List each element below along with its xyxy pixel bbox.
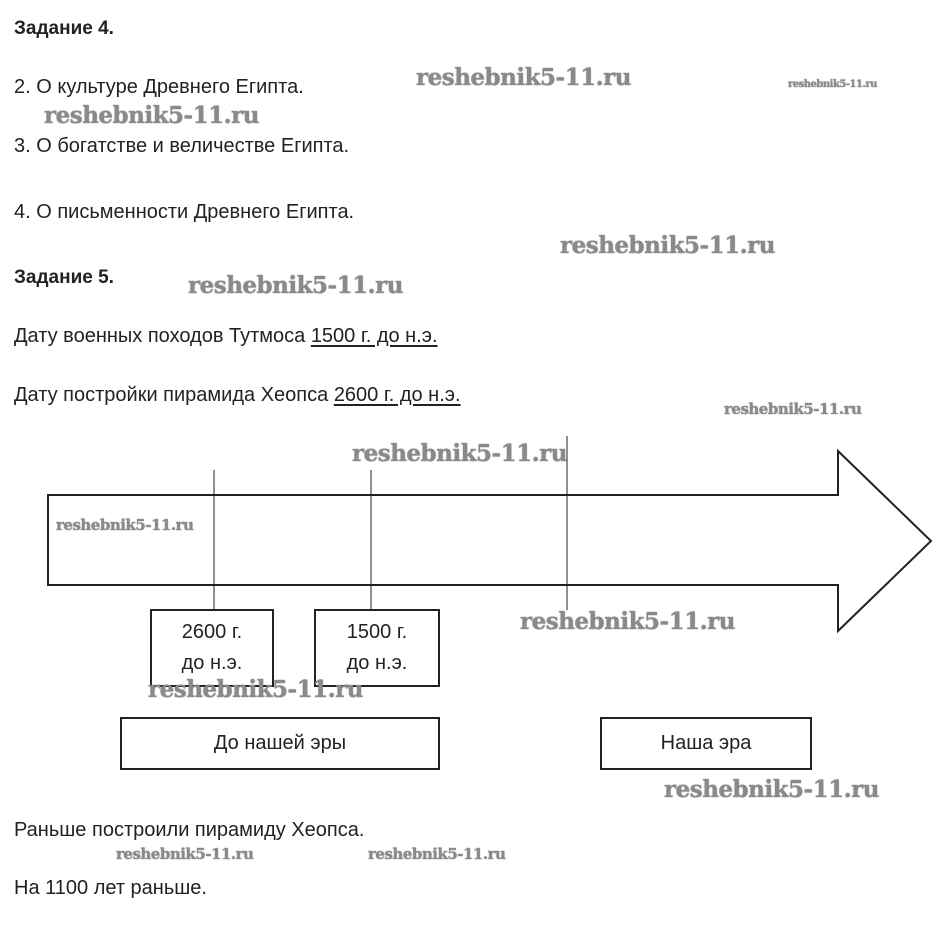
watermark: reshebnik5-11.ru	[188, 272, 403, 299]
task5-line-tuthmosis: Дату военных походов Тутмоса 1500 г. до …	[14, 324, 438, 348]
watermark: reshebnik5-11.ru	[664, 776, 879, 803]
date-box-1500-era: до н.э.	[346, 652, 408, 674]
date-box-1500-year: 1500 г.	[346, 621, 408, 643]
watermark: reshebnik5-11.ru	[520, 608, 735, 635]
task4-item-2: 2. О культуре Древнего Египта.	[14, 76, 304, 98]
task5-answer-earlier: Раньше построили пирамиду Хеопса.	[14, 819, 365, 841]
watermark: reshebnik5-11.ru	[724, 400, 862, 418]
task4-heading: Задание 4.	[14, 18, 114, 39]
watermark: reshebnik5-11.ru	[148, 676, 363, 703]
watermark: reshebnik5-11.ru	[368, 845, 506, 863]
watermark: reshebnik5-11.ru	[116, 845, 254, 863]
task4-item-4: 4. О письменности Древнего Египта.	[14, 201, 355, 223]
task5-heading: Задание 5.	[14, 267, 114, 288]
tuthmosis-prompt: Дату военных походов Тутмоса	[14, 325, 306, 347]
date-box-2600: 2600 г. до н.э.	[150, 609, 274, 687]
era-box-bc: До нашей эры	[120, 717, 440, 770]
task4-item-3: 3. О богатстве и величестве Египта.	[14, 135, 350, 157]
date-box-2600-era: до н.э.	[181, 652, 243, 674]
timeline-arrow	[47, 448, 933, 634]
watermark: reshebnik5-11.ru	[352, 440, 567, 467]
watermark: reshebnik5-11.ru	[788, 79, 877, 90]
date-box-1500: 1500 г. до н.э.	[314, 609, 440, 687]
date-box-2600-year: 2600 г.	[181, 621, 243, 643]
era-box-ad: Наша эра	[600, 717, 812, 770]
watermark: reshebnik5-11.ru	[416, 64, 631, 91]
era-bc-label: До нашей эры	[213, 732, 347, 754]
era-ad-label: Наша эра	[660, 732, 752, 754]
cheops-prompt: Дату постройки пирамида Хеопса	[14, 384, 329, 406]
watermark: reshebnik5-11.ru	[56, 516, 194, 534]
watermark: reshebnik5-11.ru	[560, 232, 775, 259]
cheops-answer: 2600 г. до н.э.	[333, 384, 461, 406]
task5-line-cheops: Дату постройки пирамида Хеопса 2600 г. д…	[14, 383, 461, 407]
watermark: reshebnik5-11.ru	[44, 102, 259, 129]
task5-answer-years: На 1100 лет раньше.	[14, 877, 207, 899]
tuthmosis-answer: 1500 г. до н.э.	[310, 325, 438, 347]
